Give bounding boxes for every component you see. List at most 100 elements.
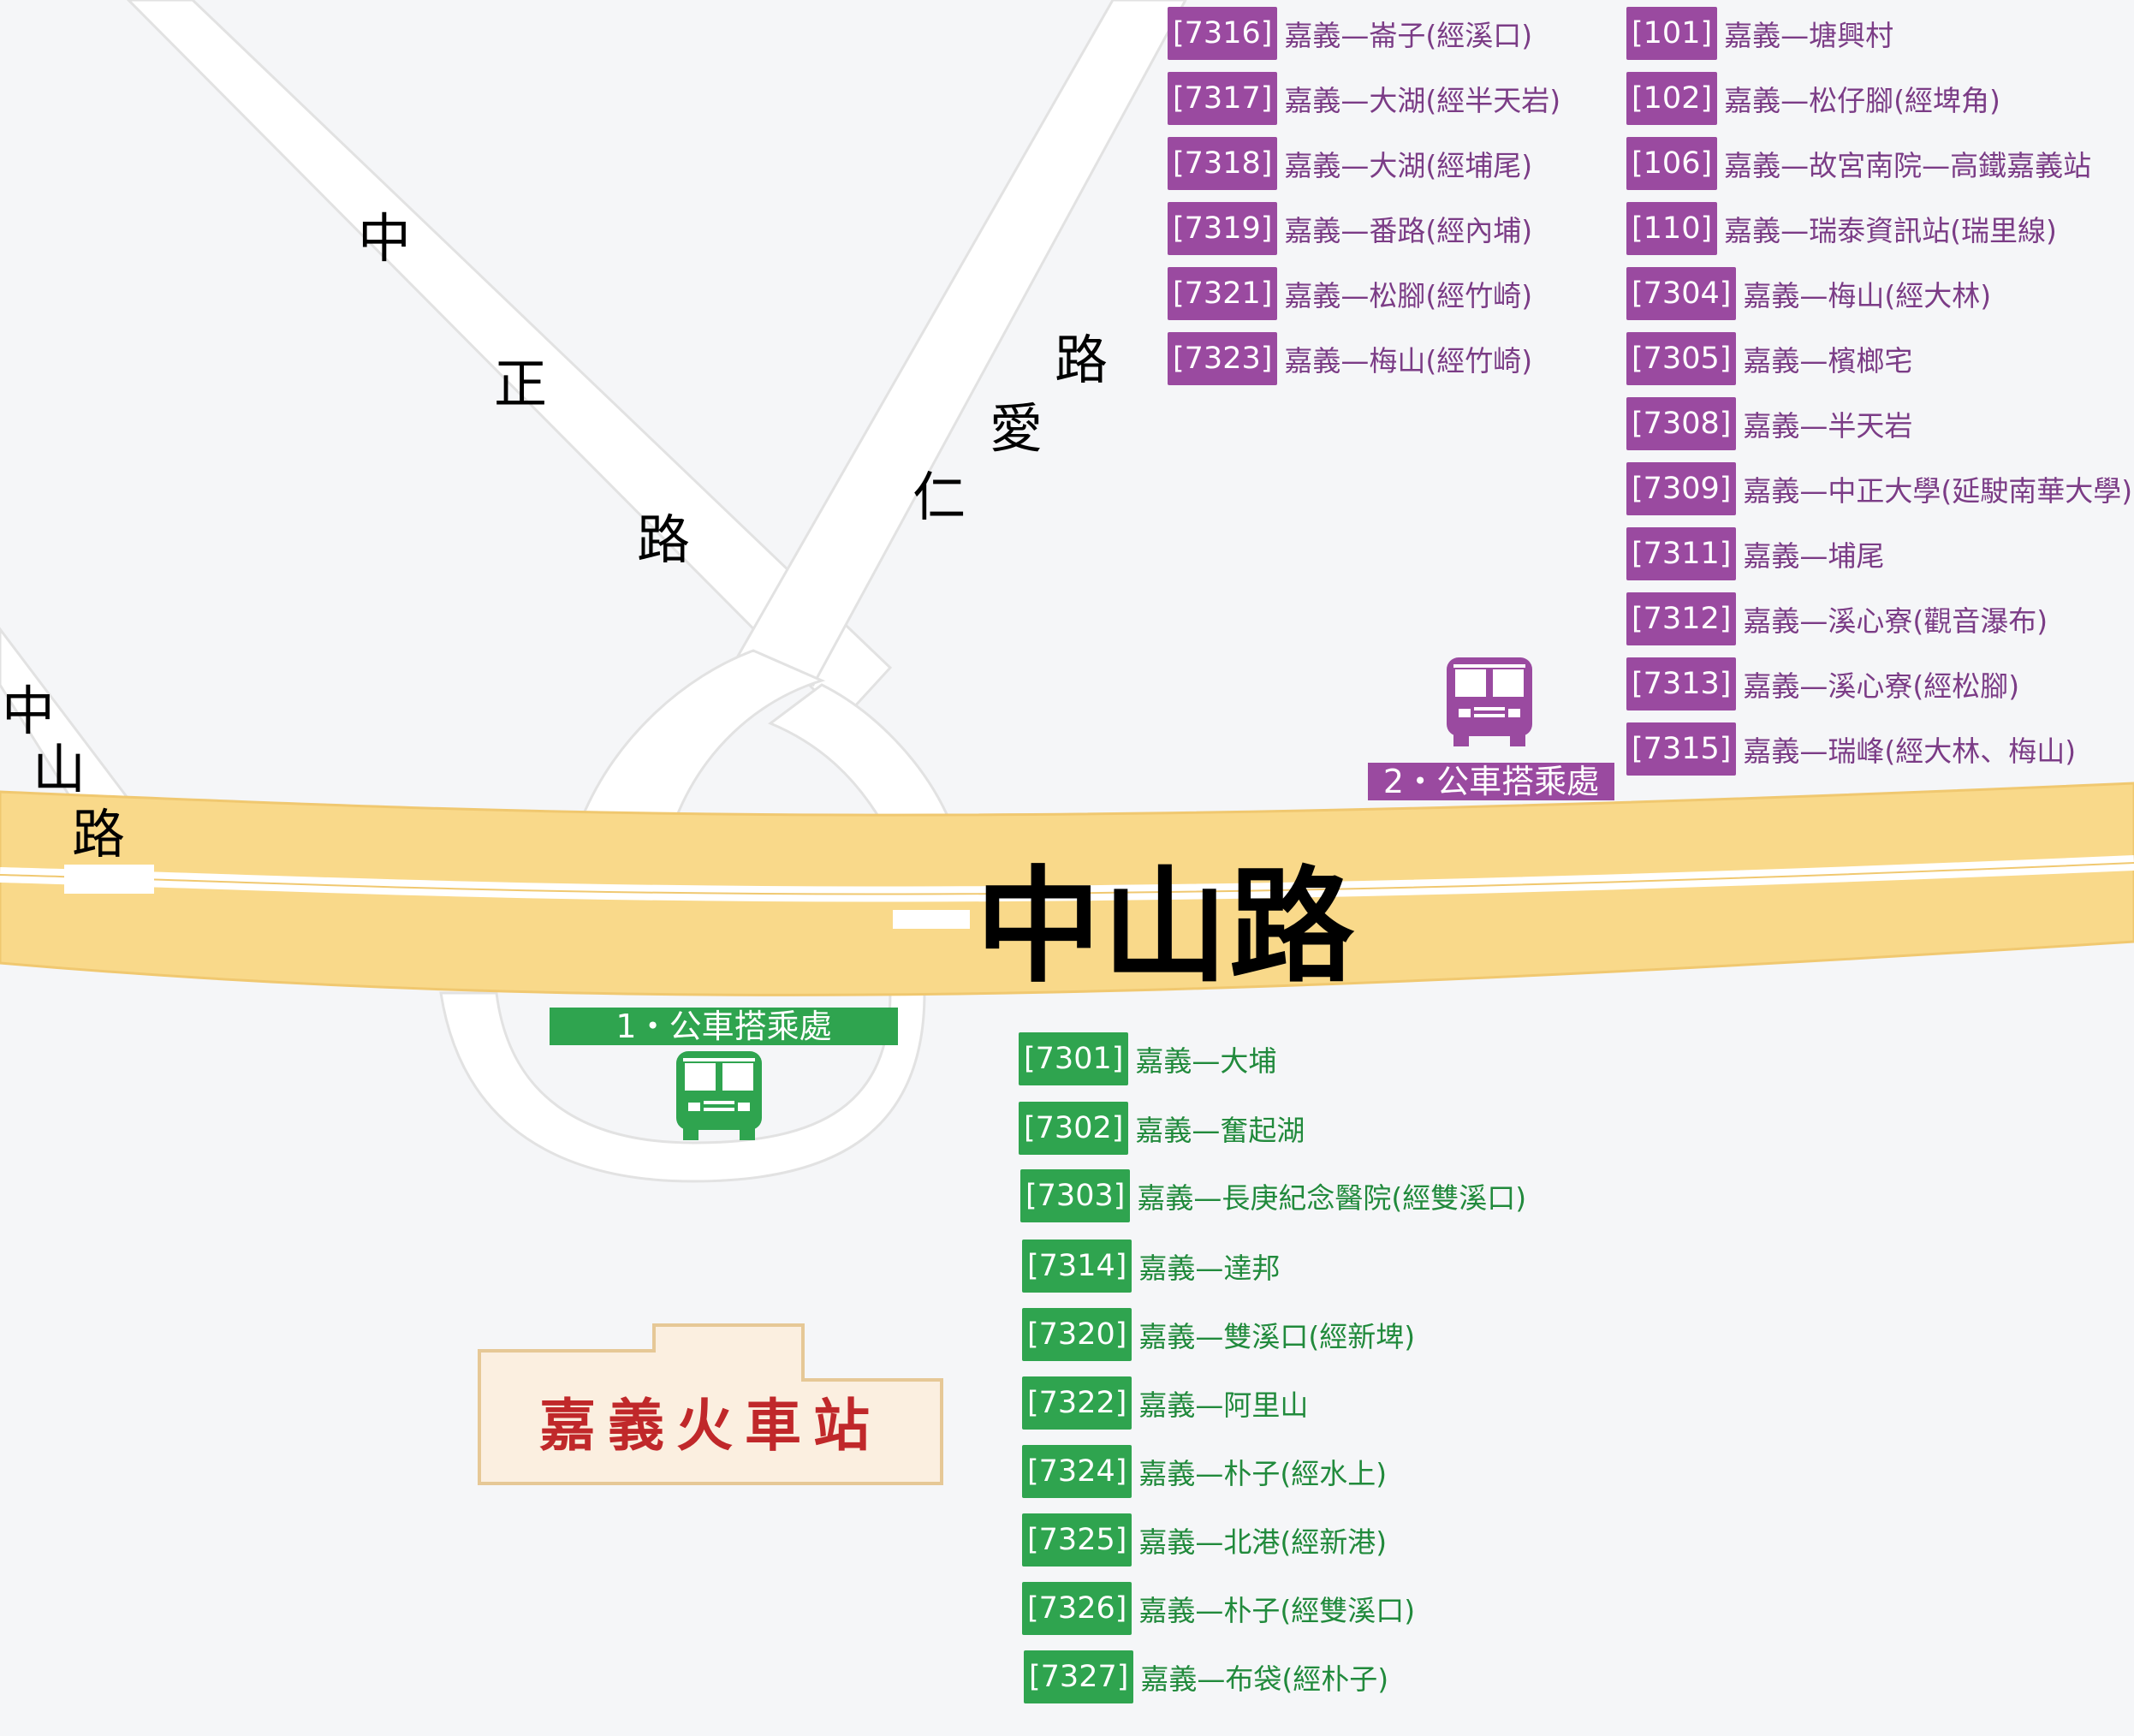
road-label-airen-1: 仁 xyxy=(912,466,966,528)
route-name: 嘉義—雙溪口(經新埤) xyxy=(1138,1320,1416,1353)
route-item[interactable]: [7302]嘉義—奮起湖 xyxy=(1019,1102,1305,1155)
road-label-zhongshan-side-3: 路 xyxy=(72,803,126,865)
route-item[interactable]: [7316]嘉義—崙子(經溪口) xyxy=(1168,7,1532,60)
route-item[interactable]: [7322]嘉義—阿里山 xyxy=(1022,1376,1308,1430)
route-name: 嘉義—大湖(經半天岩) xyxy=(1284,84,1561,117)
crossing-mark xyxy=(893,910,970,929)
route-code: [7316] xyxy=(1168,7,1278,60)
route-item[interactable]: [7314]嘉義—達邦 xyxy=(1022,1240,1280,1293)
route-name: 嘉義—松腳(經竹崎) xyxy=(1284,279,1533,312)
route-code: [7303] xyxy=(1020,1169,1131,1222)
route-item[interactable]: [7313]嘉義—溪心寮(經松腳) xyxy=(1626,657,2019,710)
route-name: 嘉義—半天岩 xyxy=(1743,409,1913,443)
crossing-mark xyxy=(64,865,154,894)
route-item[interactable]: [7320]嘉義—雙溪口(經新埤) xyxy=(1022,1308,1415,1361)
route-code: [7301] xyxy=(1019,1032,1129,1085)
route-name: 嘉義—阿里山 xyxy=(1138,1388,1309,1422)
road-label-zhongshan-side-2: 山 xyxy=(33,738,86,800)
route-code: [7326] xyxy=(1022,1582,1132,1635)
route-name: 嘉義—布袋(經朴子) xyxy=(1140,1662,1389,1696)
route-name: 嘉義—番路(經內埔) xyxy=(1284,214,1533,247)
route-code: [7321] xyxy=(1168,267,1278,320)
route-item[interactable]: [7318]嘉義—大湖(經埔尾) xyxy=(1168,137,1532,190)
route-item[interactable]: [106]嘉義—故宮南院—高鐵嘉義站 xyxy=(1626,137,2091,190)
route-code: [101] xyxy=(1626,7,1718,60)
route-code: [7322] xyxy=(1022,1376,1132,1430)
route-code: [7315] xyxy=(1626,722,1737,776)
route-name: 嘉義—奮起湖 xyxy=(1135,1114,1305,1147)
route-name: 嘉義—檳榔宅 xyxy=(1743,344,1913,378)
station-building xyxy=(478,1323,943,1485)
route-code: [7314] xyxy=(1022,1240,1132,1293)
route-code: [7319] xyxy=(1168,202,1278,255)
route-name: 嘉義—故宮南院—高鐵嘉義站 xyxy=(1724,149,2092,182)
route-name: 嘉義—北港(經新港) xyxy=(1138,1525,1388,1559)
median-edge xyxy=(0,862,2134,895)
route-item[interactable]: [7324]嘉義—朴子(經水上) xyxy=(1022,1445,1387,1498)
route-name: 嘉義—松仔腳(經埤角) xyxy=(1724,84,2000,117)
route-item[interactable]: [7326]嘉義—朴子(經雙溪口) xyxy=(1022,1582,1415,1635)
route-code: [7324] xyxy=(1022,1445,1132,1498)
route-item[interactable]: [7317]嘉義—大湖(經半天岩) xyxy=(1168,72,1560,125)
route-name: 嘉義—埔尾 xyxy=(1743,539,1885,573)
route-code: [7309] xyxy=(1626,462,1737,515)
route-code: [7325] xyxy=(1022,1513,1132,1567)
route-code: [7302] xyxy=(1019,1102,1129,1155)
route-code: [7308] xyxy=(1626,397,1737,450)
ramp-lower xyxy=(439,991,926,1183)
route-item[interactable]: [7312]嘉義—溪心寮(觀音瀑布) xyxy=(1626,592,2048,645)
route-item[interactable]: [7327]嘉義—布袋(經朴子) xyxy=(1024,1650,1388,1703)
route-item[interactable]: [7301]嘉義—大埔 xyxy=(1019,1032,1276,1085)
stop-1-label: 1・公車搭乘處 xyxy=(550,1008,898,1045)
route-name: 嘉義—溪心寮(觀音瀑布) xyxy=(1743,604,2048,638)
route-item[interactable]: [101]嘉義—塘興村 xyxy=(1626,7,1893,60)
road-label-zhongshan-main: 中山路 xyxy=(976,854,1356,1000)
route-code: [102] xyxy=(1626,72,1718,125)
route-item[interactable]: [7305]嘉義—檳榔宅 xyxy=(1626,332,1912,385)
route-item[interactable]: [7321]嘉義—松腳(經竹崎) xyxy=(1168,267,1532,320)
route-code: [7305] xyxy=(1626,332,1737,385)
route-name: 嘉義—瑞泰資訊站(瑞里線) xyxy=(1724,214,2057,247)
route-item[interactable]: [7308]嘉義—半天岩 xyxy=(1626,397,1912,450)
route-code: [7312] xyxy=(1626,592,1737,645)
route-name: 嘉義—大湖(經埔尾) xyxy=(1284,149,1533,182)
route-name: 嘉義—塘興村 xyxy=(1724,19,1894,52)
route-name: 嘉義—達邦 xyxy=(1138,1251,1281,1285)
route-item[interactable]: [7303]嘉義—長庚紀念醫院(經雙溪口) xyxy=(1020,1169,1526,1222)
route-code: [7327] xyxy=(1024,1650,1134,1703)
route-item[interactable]: [102]嘉義—松仔腳(經埤角) xyxy=(1626,72,2000,125)
route-name: 嘉義—大埔 xyxy=(1135,1044,1277,1078)
road-label-zhongzheng-1: 中 xyxy=(358,207,412,270)
ramp-upper xyxy=(580,649,826,819)
route-code: [106] xyxy=(1626,137,1718,190)
route-name: 嘉義—中正大學(延駛南華大學) xyxy=(1743,474,2133,508)
route-item[interactable]: [110]嘉義—瑞泰資訊站(瑞里線) xyxy=(1626,202,2057,255)
route-item[interactable]: [7323]嘉義—梅山(經竹崎) xyxy=(1168,332,1532,385)
road-label-zhongshan-side-1: 中 xyxy=(2,680,56,742)
route-code: [7323] xyxy=(1168,332,1278,385)
ramp-upper-right xyxy=(768,683,953,823)
route-item[interactable]: [7311]嘉義—埔尾 xyxy=(1626,527,1884,580)
route-item[interactable]: [7319]嘉義—番路(經內埔) xyxy=(1168,202,1532,255)
road-label-zhongzheng-3: 路 xyxy=(637,508,691,571)
road-label-zhongzheng-2: 正 xyxy=(494,353,548,415)
route-name: 嘉義—朴子(經水上) xyxy=(1138,1457,1388,1490)
route-code: [7311] xyxy=(1626,527,1737,580)
route-item[interactable]: [7315]嘉義—瑞峰(經大林、梅山) xyxy=(1626,722,2076,776)
route-code: [7318] xyxy=(1168,137,1278,190)
road-label-airen-3: 路 xyxy=(1055,329,1109,391)
route-name: 嘉義—溪心寮(經松腳) xyxy=(1743,669,2020,703)
route-item[interactable]: [7325]嘉義—北港(經新港) xyxy=(1022,1513,1387,1567)
route-item[interactable]: [7304]嘉義—梅山(經大林) xyxy=(1626,267,1991,320)
route-name: 嘉義—梅山(經竹崎) xyxy=(1284,344,1533,378)
route-name: 嘉義—瑞峰(經大林、梅山) xyxy=(1743,734,2077,768)
road-label-airen-2: 愛 xyxy=(990,397,1043,460)
station-name: 嘉義火車站 xyxy=(539,1392,882,1459)
route-item[interactable]: [7309]嘉義—中正大學(延駛南華大學) xyxy=(1626,462,2132,515)
zhongzheng-road xyxy=(126,0,893,722)
route-name: 嘉義—長庚紀念醫院(經雙溪口) xyxy=(1137,1181,1527,1215)
stop-2-label: 2・公車搭乘處 xyxy=(1368,763,1614,800)
bus-stop-2-icon xyxy=(1447,657,1532,746)
route-name: 嘉義—梅山(經大林) xyxy=(1743,279,1992,312)
